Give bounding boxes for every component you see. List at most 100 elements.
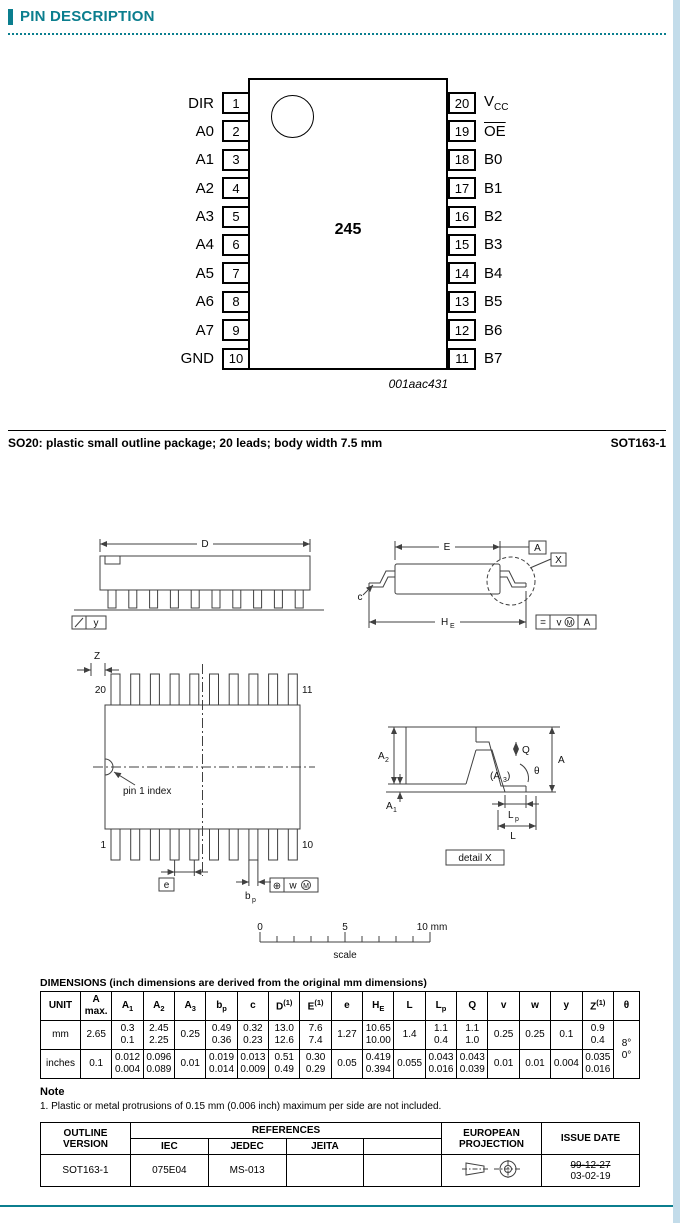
pin-number-box: 11: [448, 347, 476, 370]
dim-label-A2-sub: 2: [385, 757, 389, 764]
lead: [169, 673, 180, 706]
dim-header-cell: UNIT: [40, 991, 81, 1021]
pin-number-box: 2: [222, 120, 250, 143]
lead: [110, 828, 121, 861]
pin-number-box: 5: [222, 205, 250, 228]
tolerance1-modifier: M: [567, 620, 573, 627]
datum-label-A: A: [534, 543, 541, 554]
pin-row: A5 7: [150, 262, 250, 285]
pin-label: B7: [484, 350, 503, 368]
package-code: SOT163-1: [610, 436, 666, 450]
pin-number-box: 10: [222, 347, 250, 370]
dim-label-bp: b: [245, 891, 251, 902]
pin-label: A1: [195, 151, 214, 169]
dim-header-cell: A2: [142, 991, 176, 1021]
pin-number-box: 20: [448, 92, 476, 114]
pin-number-box: 19: [448, 120, 476, 143]
scale-tick-5-label: 5: [342, 922, 348, 933]
lead: [211, 589, 221, 609]
pin-row: DIR 1: [150, 92, 250, 114]
ref-header-jeita: JEITA: [285, 1138, 365, 1155]
ref-header-iec: IEC: [130, 1138, 209, 1155]
scrollbar[interactable]: [673, 0, 680, 1223]
lead: [149, 589, 159, 609]
dim-value-cell: 1.27: [330, 1020, 364, 1050]
lead: [189, 828, 200, 861]
tolerance2-value: w: [288, 881, 297, 892]
lead: [268, 673, 279, 706]
ref-header-projection: EUROPEAN PROJECTION: [441, 1122, 542, 1155]
dim-value-cell: 0.004: [550, 1049, 583, 1079]
package-section-rule: [8, 430, 666, 431]
dim-label-Lp-sub: p: [515, 816, 519, 823]
lead: [128, 589, 138, 609]
pin-label: B3: [484, 236, 503, 254]
lead: [130, 673, 141, 706]
dim-header-cell: w: [518, 991, 552, 1021]
detail-x-drawing: A 2 A 1 A (A 3 ) Q θ L p L: [378, 726, 565, 866]
pin-label: A7: [195, 321, 214, 339]
pin-number-box: 1: [222, 92, 250, 114]
datum-label-X: X: [555, 555, 562, 566]
dim-label-A2: A: [378, 751, 385, 762]
pin1-index-label: pin 1 index: [123, 786, 171, 797]
dim-value-cell: 0.055: [393, 1049, 426, 1079]
dim-header-cell: D(1): [268, 991, 301, 1021]
lead: [228, 673, 239, 706]
dim-label-e: e: [164, 880, 170, 891]
lead: [190, 589, 200, 609]
dim-header-cell: Lp: [424, 991, 458, 1021]
dim-header-cell: E(1): [299, 991, 332, 1021]
dim-unit-cell: inches: [40, 1049, 81, 1079]
ref-jeita: [285, 1154, 365, 1187]
dim-label-HE: H: [441, 617, 448, 628]
pin-number-box: 7: [222, 262, 250, 285]
lead: [169, 828, 180, 861]
pin-label: A5: [195, 264, 214, 282]
lead: [149, 673, 160, 706]
first-angle-projection-icon: [461, 1160, 522, 1178]
pin-label: B2: [484, 208, 503, 226]
pin-label: A0: [195, 122, 214, 140]
dim-value-cell: 0.01: [518, 1049, 552, 1079]
pin-number-box: 16: [448, 205, 476, 228]
pin11-label: 11: [302, 685, 313, 696]
dim-header-cell: HE: [362, 991, 395, 1021]
scale-tick-10-label: 10 mm: [417, 922, 448, 933]
lead: [209, 828, 219, 861]
figure-caption: 001aac431: [388, 377, 448, 391]
pin-label: DIR: [188, 94, 214, 112]
dim-header-cell: e: [330, 991, 364, 1021]
dim-header-cell: bp: [205, 991, 238, 1021]
lead: [169, 589, 179, 609]
dim-value-cell: 2.65: [79, 1020, 113, 1050]
dim-header-cell: θ: [613, 991, 640, 1021]
ref-header-extra: [363, 1138, 442, 1155]
pin-row: A0 2: [150, 120, 250, 143]
side-view-drawing: D y: [71, 537, 324, 630]
dim-label-A3-sub: 3: [503, 777, 507, 784]
pin-label: A3: [195, 208, 214, 226]
footer-rule: [0, 1205, 673, 1207]
